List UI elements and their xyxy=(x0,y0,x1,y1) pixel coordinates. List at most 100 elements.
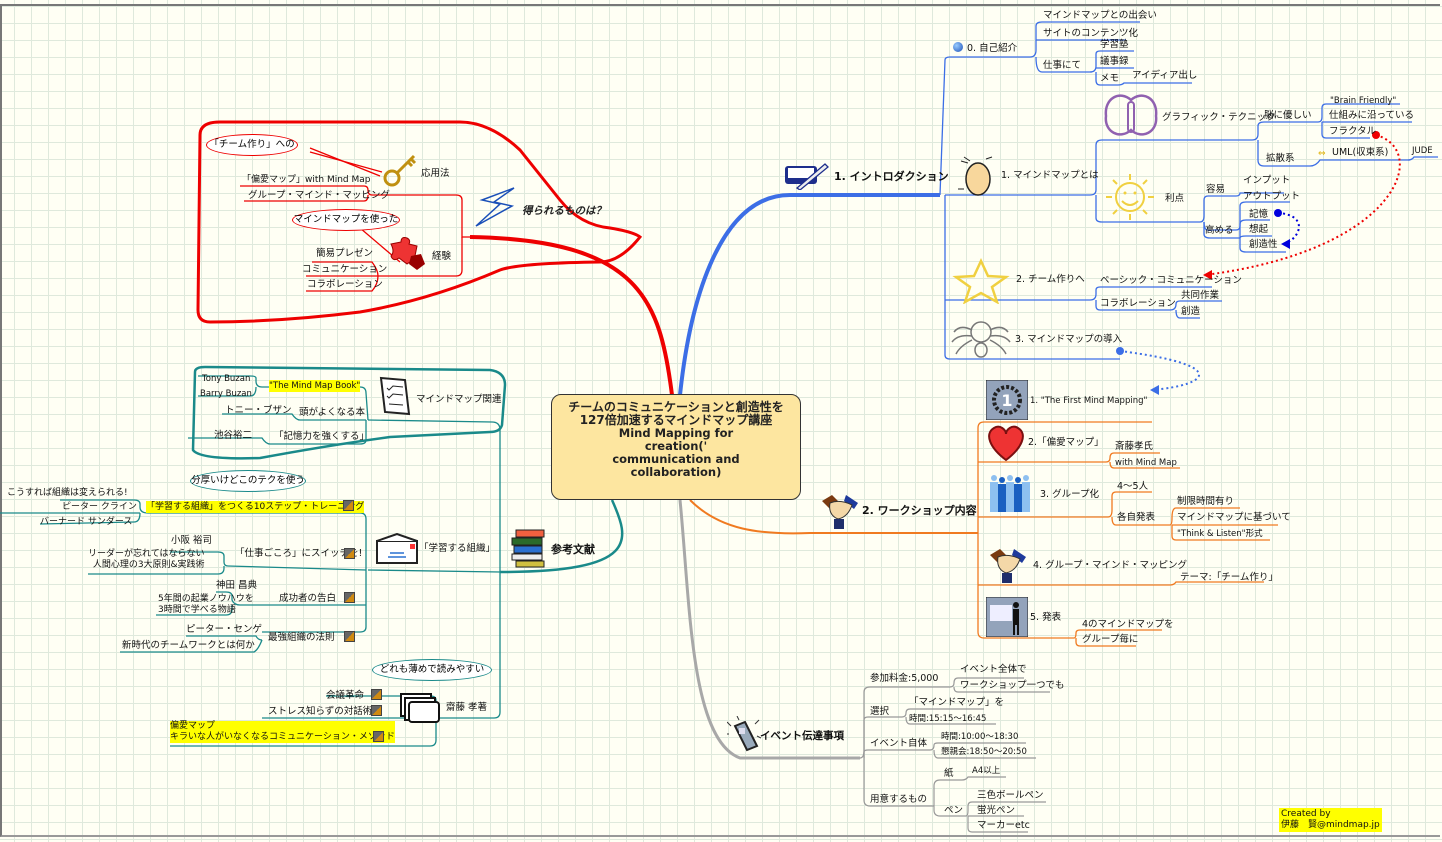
experience-item[interactable]: 簡易プレゼン xyxy=(316,248,374,259)
topic-graphic[interactable]: グラフィック・テクニック xyxy=(1162,112,1276,123)
saito-book-highlight[interactable]: 偏愛マップ キラいな人がいなくなるコミュニケーション・メソッド xyxy=(170,721,395,743)
work-item[interactable]: 学習塾 xyxy=(1100,39,1129,50)
book-note[interactable]: ピーター・センゲ xyxy=(186,624,263,635)
book-note[interactable]: こうすれば組織は変えられる! xyxy=(7,488,128,498)
book-title[interactable]: 最強組織の法則 xyxy=(268,632,335,643)
topic-apply[interactable]: 応用法 xyxy=(421,168,450,179)
book-title-highlight[interactable]: 「学習する組織」をつくる10ステップ・トレーニング xyxy=(146,501,365,513)
event-itself-item[interactable]: 時間:10:00〜18:30 xyxy=(941,732,1019,742)
pen-item[interactable]: 三色ボールペン xyxy=(977,790,1044,801)
workshop-5-child[interactable]: グループ毎に xyxy=(1082,634,1139,645)
topic-self-intro[interactable]: 0. 自己紹介 xyxy=(967,43,1018,54)
jude-item[interactable]: JUDE xyxy=(1412,146,1433,156)
book-note[interactable]: 5年間の起業ノウハウを 3時間で学べる物語 xyxy=(158,594,254,615)
topic-saito[interactable]: 齋藤 孝著 xyxy=(446,702,488,713)
book-note[interactable]: リーダーが忘れてはならない 人間心理の3大原則&実践術 xyxy=(88,549,205,570)
event-fee[interactable]: 参加料金:5,000 xyxy=(870,673,939,684)
workshop-item-5[interactable]: 5. 発表 xyxy=(1030,612,1062,623)
brain-item-fractal[interactable]: フラクタル xyxy=(1329,126,1377,137)
paper-item[interactable]: A4以上 xyxy=(972,766,1001,776)
team-basic-comm[interactable]: ベーシック・コミュニケーション xyxy=(1100,275,1242,286)
workshop-3-child[interactable]: 4〜5人 xyxy=(1117,481,1149,492)
topic-diffuse[interactable]: 拡散系 xyxy=(1266,153,1295,164)
experience-item[interactable]: コラボレーション xyxy=(307,279,383,290)
brain-item[interactable]: "Brain Friendly" xyxy=(1330,96,1397,106)
collab-item[interactable]: 創造 xyxy=(1181,306,1201,317)
book-note[interactable]: 神田 昌典 xyxy=(216,580,258,591)
pen-item[interactable]: 蛍光ペン xyxy=(977,805,1016,816)
book-title[interactable]: 「仕事ごころ」にスイッチを! xyxy=(235,548,363,559)
workshop-3-grandchild[interactable]: 制限時間有り xyxy=(1177,496,1235,507)
book-author[interactable]: Tony Buzan xyxy=(202,374,251,384)
book-author[interactable]: 池谷裕二 xyxy=(214,430,253,441)
book-note[interactable]: バーナード サンダース xyxy=(40,517,133,527)
uml-item[interactable]: UML(収束系) xyxy=(1332,147,1389,158)
book-author[interactable]: Barry Buzan xyxy=(200,389,252,399)
topic-references[interactable]: 参考文献 xyxy=(551,543,595,556)
experience-item[interactable]: コミュニケーション xyxy=(302,264,388,275)
easy-item[interactable]: インプット xyxy=(1243,175,1291,186)
topic-merit[interactable]: 利点 xyxy=(1165,193,1185,204)
central-topic[interactable]: チームのコミュニケーションと創造性を 127倍加速するマインドマップ講座 Min… xyxy=(551,394,801,500)
raise-item[interactable]: 記憶 xyxy=(1249,209,1269,220)
workshop-3-grandchild[interactable]: "Think & Listen"形式 xyxy=(1177,529,1263,539)
workshop-4-child[interactable]: テーマ:「チーム作り」 xyxy=(1180,572,1278,583)
select-item[interactable]: 時間:15:15〜16:45 xyxy=(909,714,987,724)
topic-mm-related[interactable]: マインドマップ関連 xyxy=(416,394,502,405)
topic-learning-org[interactable]: 「学習する組織」 xyxy=(419,543,496,554)
work-item[interactable]: 議事録 xyxy=(1100,56,1129,67)
event-itself-item[interactable]: 懇親会:18:50〜20:50 xyxy=(941,747,1027,757)
select-item[interactable]: 「マインドマップ」を xyxy=(909,697,1005,708)
saito-book[interactable]: 会議革命 xyxy=(326,690,365,701)
workshop-2-child[interactable]: with Mind Map xyxy=(1115,458,1177,468)
workshop-item-3[interactable]: 3. グループ化 xyxy=(1040,489,1100,500)
book-title[interactable]: 成功者の告白 xyxy=(279,593,337,604)
pen-item[interactable]: マーカーetc xyxy=(977,820,1030,831)
topic-easy[interactable]: 容易 xyxy=(1206,184,1226,195)
easy-item[interactable]: アウトプット xyxy=(1243,191,1301,202)
topic-team[interactable]: 2. チーム作りへ xyxy=(1016,274,1085,285)
book-author[interactable]: トニー・ブザン xyxy=(225,405,292,416)
topic-benefits[interactable]: 得られるものは？ xyxy=(522,205,606,217)
prepare-pen[interactable]: ペン xyxy=(944,805,964,816)
book-note[interactable]: 小阪 裕司 xyxy=(171,535,213,546)
topic-experience[interactable]: 経験 xyxy=(432,251,452,262)
fee-item[interactable]: イベント全体で xyxy=(960,664,1027,675)
workshop-item-4[interactable]: 4. グループ・マインド・マッピング xyxy=(1033,560,1188,571)
workshop-5-child[interactable]: 4のマインドマップを xyxy=(1082,619,1174,630)
topic-workshop[interactable]: 2. ワークショップ内容 xyxy=(862,504,977,517)
work-item[interactable]: メモ xyxy=(1100,73,1120,84)
prepare-paper[interactable]: 紙 xyxy=(944,768,954,779)
topic-what-is-mm[interactable]: 1. マインドマップとは xyxy=(1001,170,1099,181)
self-intro-item[interactable]: サイトのコンテンツ化 xyxy=(1043,28,1139,39)
self-intro-item[interactable]: マインドマップとの出会い xyxy=(1043,10,1157,21)
raise-item[interactable]: 想起 xyxy=(1249,224,1269,235)
workshop-item-1[interactable]: 1. "The First Mind Mapping" xyxy=(1030,396,1148,406)
book-title-highlight[interactable]: "The Mind Map Book" xyxy=(269,380,361,392)
apply-item[interactable]: 「偏愛マップ」with Mind Map xyxy=(242,175,371,185)
raise-item[interactable]: 創造性 xyxy=(1249,239,1278,250)
saito-book[interactable]: ストレス知らずの対話術 xyxy=(268,706,373,717)
team-collab[interactable]: コラボレーション xyxy=(1100,298,1176,309)
book-note[interactable]: ピーター クライン xyxy=(62,502,137,512)
workshop-3-child[interactable]: 各自発表 xyxy=(1117,512,1156,523)
book-title[interactable]: 頭がよくなる本 xyxy=(299,407,366,418)
workshop-2-child[interactable]: 斎藤孝氏 xyxy=(1115,441,1154,452)
topic-intro-mm[interactable]: 3. マインドマップの導入 xyxy=(1015,334,1123,345)
topic-event[interactable]: イベント伝達事項 xyxy=(760,730,844,742)
topic-intro[interactable]: 1. イントロダクション xyxy=(834,170,949,183)
workshop-3-grandchild[interactable]: マインドマップに基づいて xyxy=(1177,512,1291,523)
event-itself[interactable]: イベント自体 xyxy=(870,738,928,749)
topic-raise[interactable]: 高める xyxy=(1205,225,1234,236)
topic-brain-friendly[interactable]: 脳に優しい xyxy=(1264,110,1312,121)
topic-work[interactable]: 仕事にて xyxy=(1043,60,1082,71)
apply-item[interactable]: グループ・マインド・マッピング xyxy=(248,190,390,201)
brain-item[interactable]: 仕組みに沿っている xyxy=(1329,110,1415,121)
book-note[interactable]: 新時代のチームワークとは何か xyxy=(122,640,255,651)
event-select[interactable]: 選択 xyxy=(870,706,890,717)
event-prepare[interactable]: 用意するもの xyxy=(870,794,928,805)
fee-item[interactable]: ワークショップ一つでも xyxy=(960,680,1065,691)
workshop-item-2[interactable]: 2.「偏愛マップ」 xyxy=(1028,437,1104,448)
collab-item[interactable]: 共同作業 xyxy=(1181,290,1220,301)
memo-child[interactable]: アイディア出し xyxy=(1132,70,1198,81)
